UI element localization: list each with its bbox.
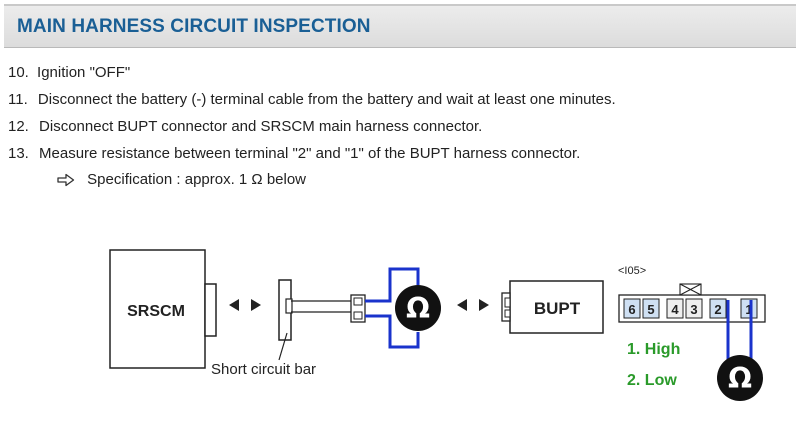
step-text: Measure resistance between terminal "2" … — [39, 145, 581, 162]
terminal-pin: 2 — [709, 298, 727, 319]
bupt-connector: BUPT — [501, 280, 604, 334]
test-lead-connector — [350, 294, 366, 323]
short-circuit-bar: Short circuit bar — [211, 279, 351, 378]
ohmmeter-leads — [365, 267, 420, 349]
terminal-pin: 5 — [642, 298, 660, 319]
step-item: 13. Measure resistance between terminal … — [8, 143, 616, 170]
terminal-number: 1 — [745, 302, 752, 317]
step-item: 12. Disconnect BUPT connector and SRSCM … — [8, 116, 616, 143]
step-number: 10. — [8, 64, 29, 81]
double-arrow-icon — [457, 299, 489, 311]
step-number: 11. — [8, 91, 28, 108]
step-list: 10. Ignition "OFF" 11. Disconnect the ba… — [8, 62, 616, 170]
ohm-symbol: Ω — [728, 362, 752, 395]
pin-high-label: 1. High — [627, 341, 680, 358]
step-number: 12. — [8, 118, 29, 135]
ohmmeter-icon: Ω — [395, 285, 441, 331]
pin-low-label: 2. Low — [627, 372, 677, 389]
bupt-label: BUPT — [534, 299, 581, 318]
terminal-number: 4 — [671, 302, 679, 317]
page-title: MAIN HARNESS CIRCUIT INSPECTION — [17, 16, 371, 37]
terminal-pin: 3 — [685, 298, 703, 319]
terminal-number: 3 — [690, 302, 697, 317]
step-number: 13. — [8, 145, 29, 162]
connector-code: <I05> — [618, 265, 646, 277]
specification-text: Specification : approx. 1 Ω below — [87, 171, 307, 188]
arrow-right-outline-icon — [57, 172, 75, 194]
ohm-symbol: Ω — [406, 292, 430, 325]
terminal-pin: 6 — [623, 298, 641, 319]
terminal-pin: 4 — [666, 298, 684, 319]
double-arrow-icon — [229, 299, 261, 311]
step-text: Disconnect BUPT connector and SRSCM main… — [39, 118, 483, 135]
ohmmeter-icon: Ω — [717, 355, 763, 401]
step-item: 10. Ignition "OFF" — [8, 62, 616, 89]
short-bar-label: Short circuit bar — [211, 361, 316, 378]
section-header: MAIN HARNESS CIRCUIT INSPECTION — [4, 4, 796, 48]
terminal-number: 6 — [628, 302, 635, 317]
terminal-number: 5 — [647, 302, 654, 317]
srscm-module: SRSCM — [109, 249, 217, 369]
specification-line: Specification : approx. 1 Ω below — [57, 169, 306, 194]
terminal-face: 6 5 4 3 2 1 — [618, 283, 766, 323]
terminal-pin: 1 — [740, 298, 758, 319]
srscm-label: SRSCM — [127, 303, 185, 320]
step-item: 11. Disconnect the battery (-) terminal … — [8, 89, 616, 116]
terminal-number: 2 — [714, 302, 721, 317]
step-text: Disconnect the battery (-) terminal cabl… — [37, 91, 616, 108]
step-text: Ignition "OFF" — [37, 64, 131, 81]
